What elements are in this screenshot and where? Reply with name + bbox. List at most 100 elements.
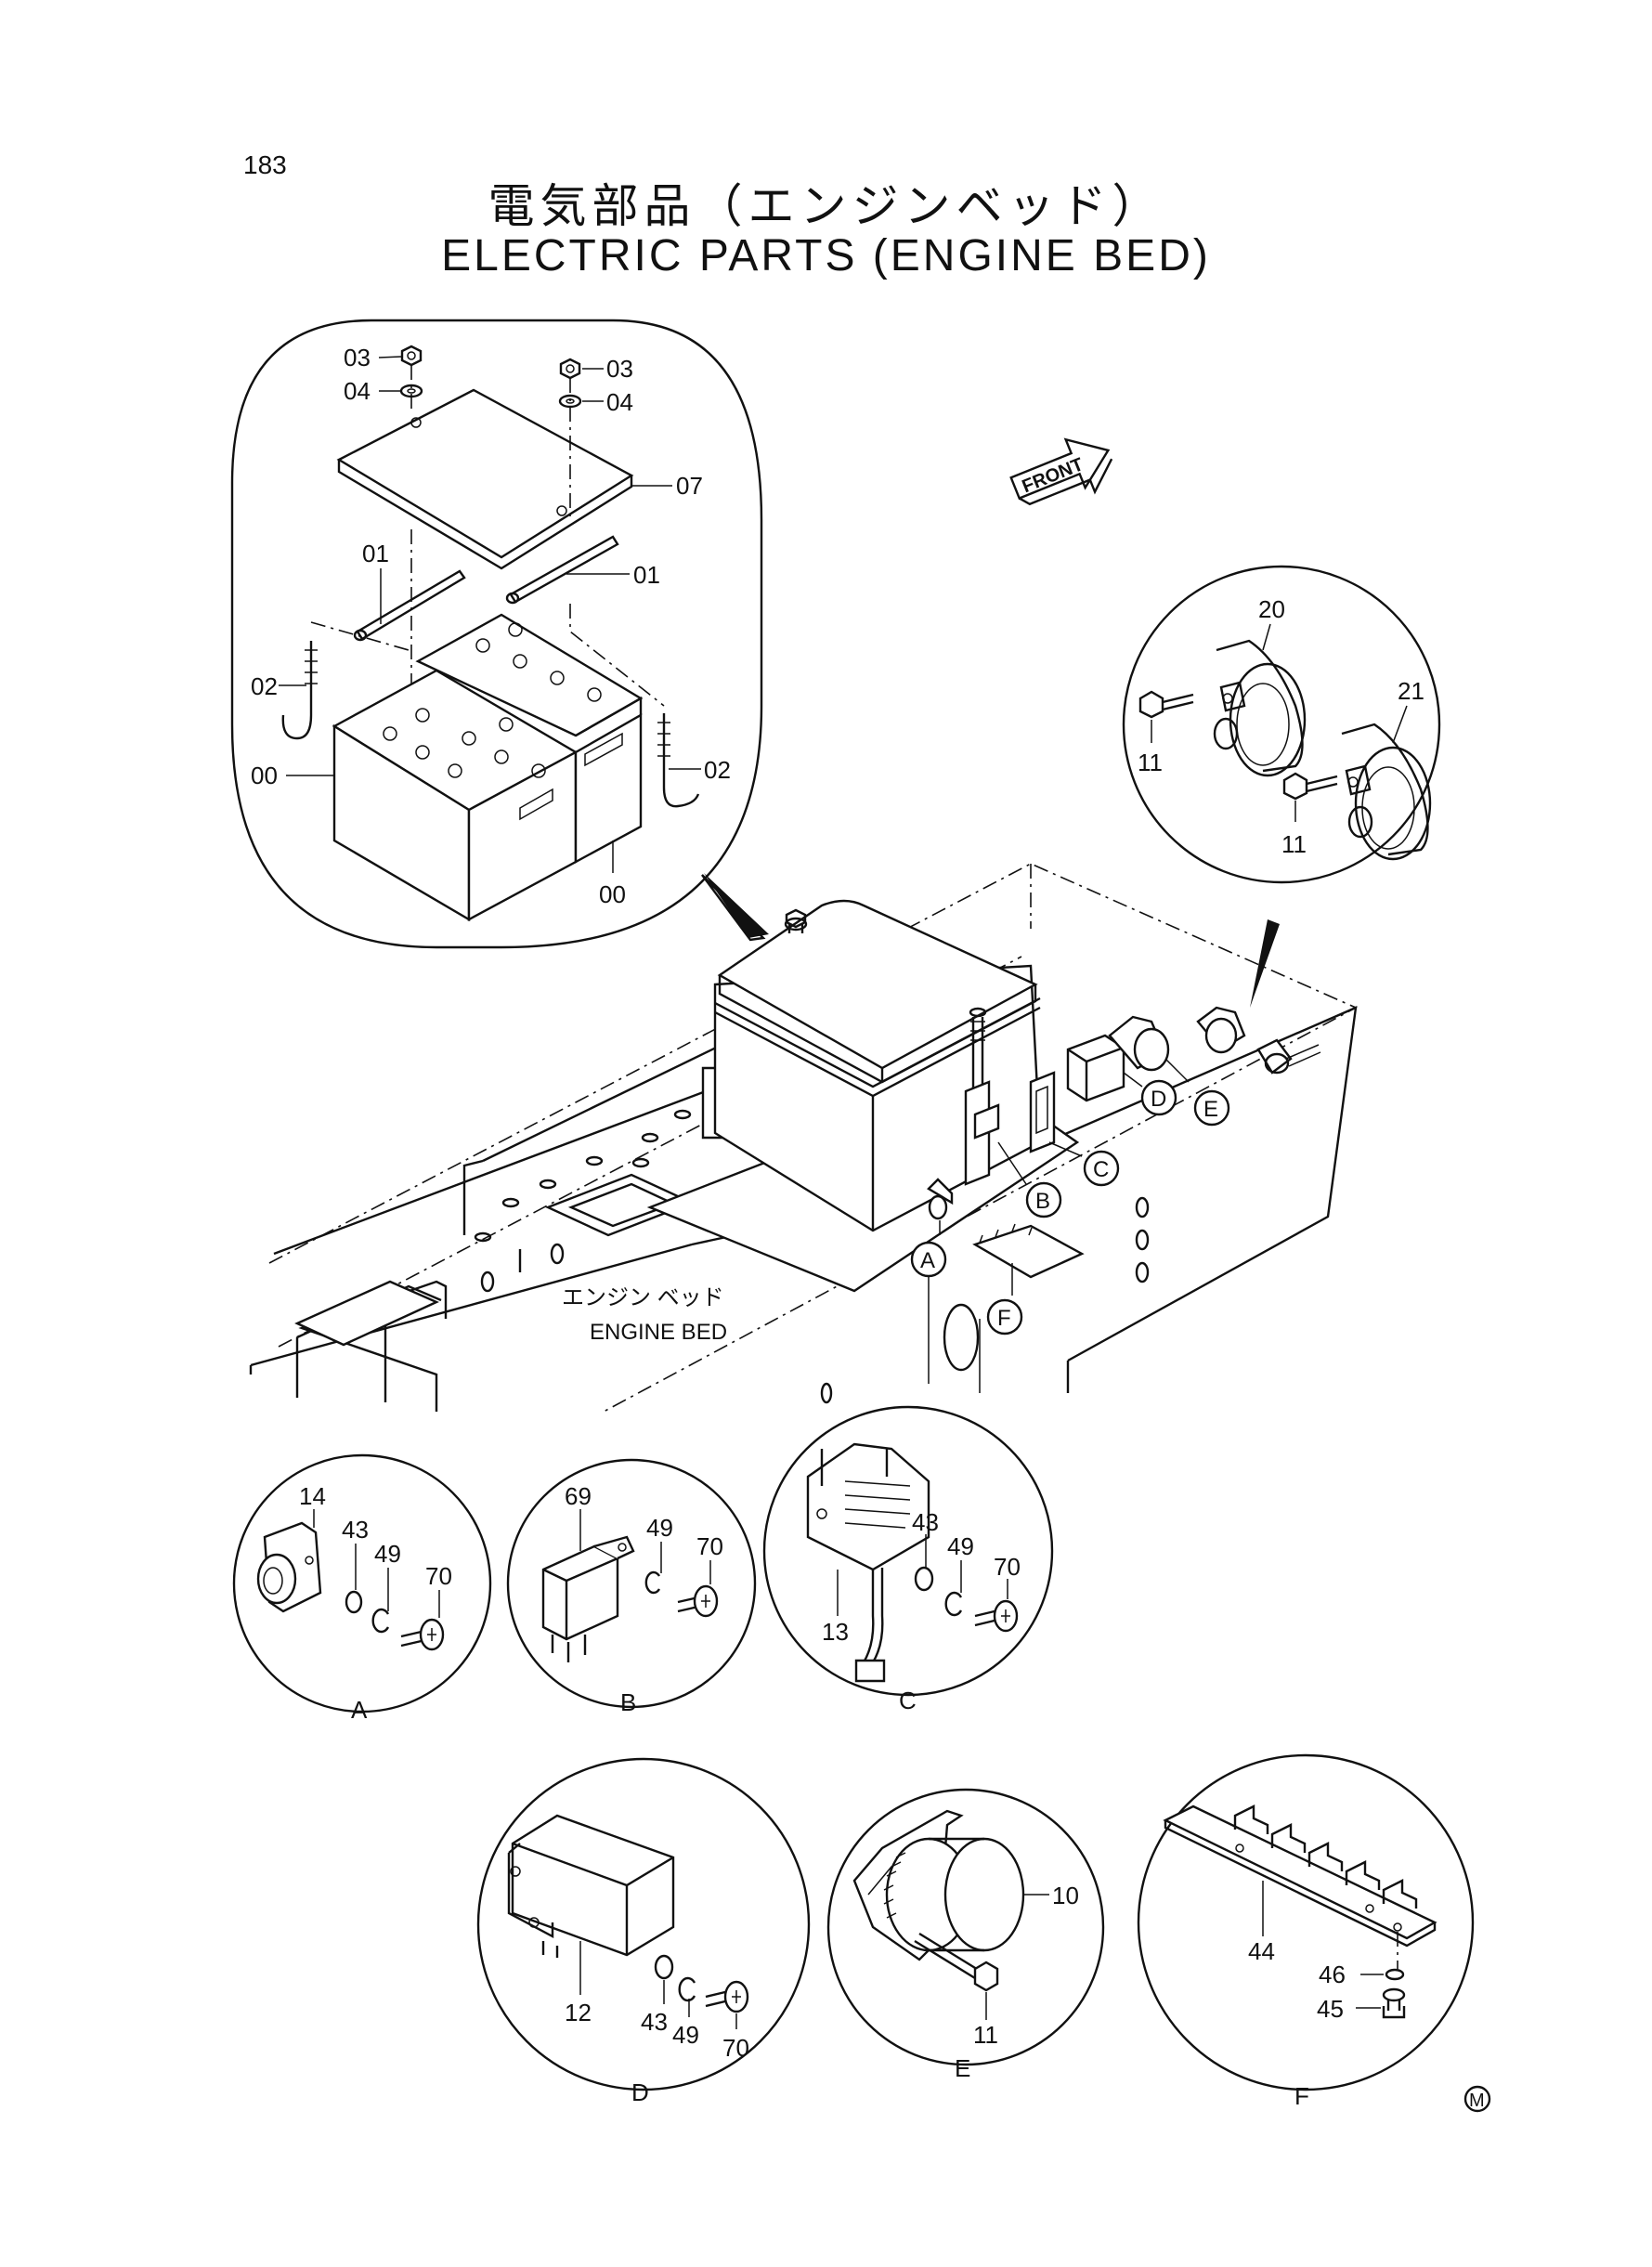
battery-right (415, 613, 644, 865)
label-d-70: 70 (722, 2034, 749, 2062)
screw-70 (705, 1980, 749, 2013)
screw-45 (1382, 1987, 1406, 2019)
label-20: 20 (1258, 595, 1285, 623)
j-bolt-02-left (281, 641, 318, 740)
relay-69 (541, 1535, 635, 1662)
horn-detail: 20 21 11 11 (1122, 565, 1441, 1008)
battery-detail: 03 04 03 04 07 01 01 02 02 00 00 (230, 319, 769, 949)
lock-washer-49 (678, 1976, 696, 2002)
horn-20 (1213, 639, 1307, 777)
washer-43 (914, 1566, 934, 1592)
label-c-43: 43 (912, 1508, 939, 1536)
m-mark: M (1463, 2085, 1491, 2113)
label-03-left: 03 (344, 344, 371, 371)
screw-70 (400, 1618, 445, 1651)
detail-e: 10 11 E (826, 1788, 1105, 2082)
label-21: 21 (1398, 677, 1424, 705)
label-e-11: 11 (973, 2021, 998, 2049)
j-bolt-02-right (657, 713, 700, 808)
terminal-plate-44 (1163, 1804, 1437, 1948)
label-a-70: 70 (425, 1562, 452, 1590)
label-b-49: 49 (646, 1514, 673, 1542)
battery-box (646, 899, 1080, 1293)
callout-b: B (1025, 1181, 1062, 1218)
label-d-43: 43 (641, 2008, 668, 2036)
detail-f-letter: F (1294, 2082, 1309, 2110)
horn-pointer (1250, 919, 1280, 1008)
label-04-left: 04 (344, 377, 371, 405)
label-c-70: 70 (994, 1553, 1021, 1581)
switch-14 (256, 1521, 322, 1613)
electric-components (927, 1006, 1321, 1296)
svg-text:A: A (920, 1248, 935, 1273)
label-e-10: 10 (1052, 1882, 1079, 1909)
horn-10 (852, 1809, 1025, 1961)
screw-70 (677, 1584, 719, 1618)
lock-washer-49 (944, 1591, 963, 1617)
label-01-left: 01 (362, 540, 389, 567)
bolt-11-a (1138, 690, 1194, 719)
label-11-b: 11 (1281, 830, 1307, 858)
label-00-right: 00 (599, 880, 626, 908)
label-a-43: 43 (342, 1516, 369, 1544)
nut-03-right (559, 358, 581, 380)
front-arrow: FRONT (1009, 437, 1113, 506)
svg-text:C: C (1093, 1157, 1109, 1182)
detail-e-letter: E (955, 2054, 970, 2082)
label-f-45: 45 (1317, 1995, 1344, 2023)
svg-text:M: M (1469, 2091, 1485, 2111)
washer-43 (654, 1954, 674, 1980)
label-00-left: 00 (251, 762, 278, 789)
rod-01-left (353, 569, 466, 642)
detail-a: 14 43 49 70 A (232, 1453, 492, 1724)
bolt-11-b (1282, 772, 1338, 801)
page-title-english: ELECTRIC PARTS (ENGINE BED) (441, 231, 1211, 280)
rod-01-right (505, 535, 619, 605)
lock-washer-49 (371, 1608, 390, 1634)
label-07: 07 (676, 472, 703, 500)
washer-43 (345, 1590, 363, 1614)
horn-21 (1341, 723, 1432, 861)
detail-b: 69 49 70 B (506, 1458, 757, 1716)
lock-washer-49 (644, 1570, 661, 1595)
label-b-69: 69 (565, 1482, 592, 1510)
screw-70 (974, 1599, 1019, 1633)
washer-46 (1385, 1968, 1405, 1981)
label-c-49: 49 (947, 1532, 974, 1560)
label-02-left: 02 (251, 672, 278, 700)
label-b-70: 70 (696, 1532, 723, 1560)
label-02-right: 02 (704, 756, 731, 784)
battery-left (332, 669, 579, 922)
engine-bed-label-jp: エンジン ベッド (562, 1285, 724, 1310)
detail-a-letter: A (351, 1696, 368, 1724)
detail-d: 12 43 49 70 D (476, 1757, 811, 2106)
label-d-49: 49 (672, 2021, 699, 2049)
label-11-a: 11 (1138, 749, 1163, 776)
label-01-right: 01 (633, 561, 660, 589)
label-c-13: 13 (822, 1618, 849, 1646)
nut-03-left (400, 345, 423, 367)
battery-cover (336, 388, 634, 570)
label-03-right: 03 (606, 355, 633, 383)
svg-text:F: F (997, 1306, 1011, 1331)
callout-a: A (910, 1241, 947, 1278)
detail-c: 13 43 49 70 C (762, 1405, 1054, 1714)
detail-d-letter: D (631, 2078, 649, 2106)
module-13 (806, 1442, 930, 1683)
detail-b-letter: B (620, 1688, 636, 1716)
engine-bed-label-en: ENGINE BED (590, 1320, 727, 1345)
label-a-49: 49 (374, 1540, 401, 1568)
label-a-14: 14 (299, 1482, 326, 1510)
page-number: 183 (243, 150, 287, 179)
callout-d: D (1140, 1079, 1177, 1116)
svg-text:B: B (1035, 1189, 1050, 1214)
detail-c-letter: C (899, 1687, 917, 1714)
label-f-46: 46 (1319, 1961, 1346, 1988)
label-04-right: 04 (606, 388, 633, 416)
callout-c: C (1083, 1150, 1120, 1187)
label-f-44: 44 (1248, 1937, 1275, 1965)
callout-f: F (986, 1298, 1023, 1335)
svg-text:E: E (1203, 1097, 1218, 1122)
callout-e: E (1193, 1089, 1230, 1127)
